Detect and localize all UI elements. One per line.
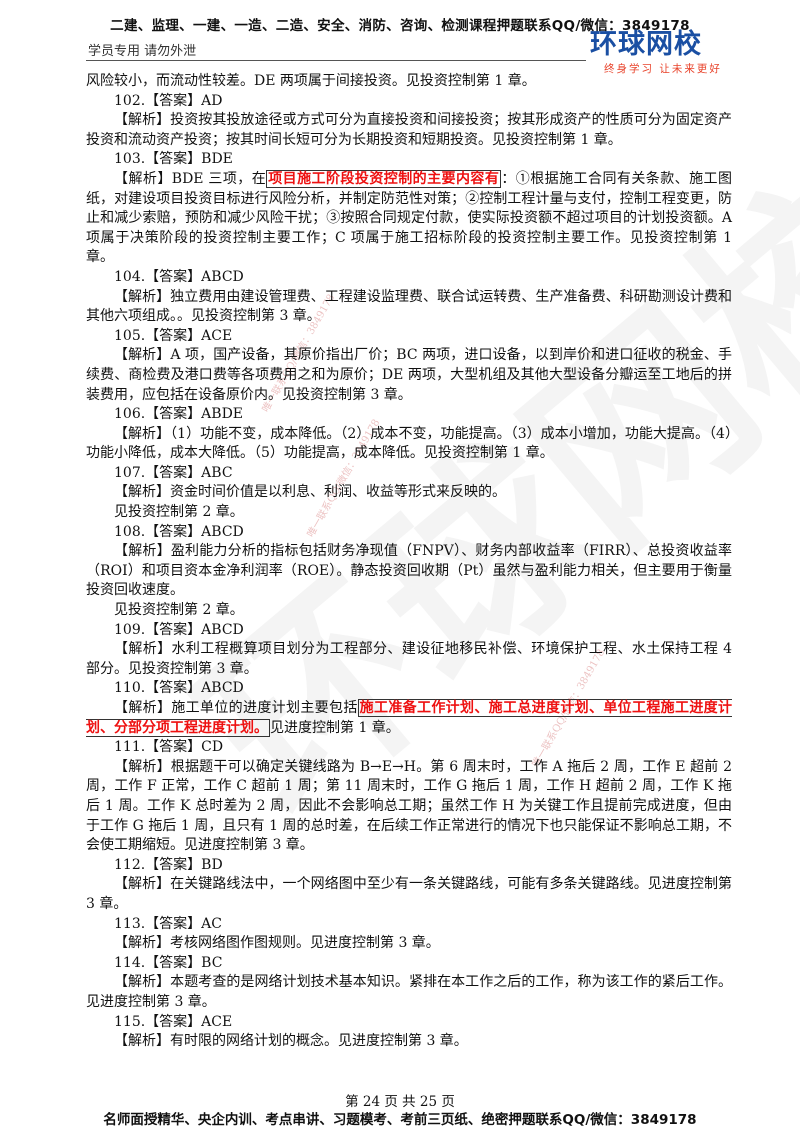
answer-line: 106.【答案】ABDE: [114, 406, 244, 423]
page-number: 第 24 页 共 25 页: [345, 1094, 455, 1110]
explanation-line: 见投资控制第 2 章。: [114, 504, 244, 521]
answer-line: 107.【答案】ABC: [114, 464, 233, 481]
header-divider: [86, 60, 586, 61]
explanation-line: 【解析】（1）功能不变，成本降低。（2）成本不变，功能提高。（3）成本小增加，功…: [86, 425, 732, 462]
explanation-line: 【解析】在关键路线法中，一个网络图中至少有一条关键路线，可能有多条关键路线。见进…: [86, 876, 732, 912]
highlight-box: 施工准备工作计划、施工总进度计划、单位工程施工进度计划、分部分项工程进度计划。: [86, 699, 733, 737]
answer-line: 111.【答案】CD: [114, 739, 224, 756]
answer-line: 108.【答案】ABCD: [114, 523, 244, 540]
answer-line: 115.【答案】ACE: [114, 1013, 233, 1030]
text-segment: 【解析】施工单位的进度计划主要包括: [114, 700, 358, 716]
brand-logo: 环球网校 终身学习 让未来更好: [590, 30, 740, 82]
text-segment: 见进度控制第 1 章。: [270, 719, 400, 736]
explanation-line: 【解析】盈利能力分析的指标包括财务净现值（FNPV）、财务内部收益率（FIRR）…: [86, 543, 732, 599]
explanation-line: 风险较小，而流动性较差。DE 两项属于间接投资。见投资控制第 1 章。: [86, 73, 536, 89]
explanation-line: 【解析】资金时间价值是以利息、利润、收益等形式来反映的。: [114, 484, 506, 501]
explanation-line: 【解析】考核网络图作图规则。见进度控制第 3 章。: [114, 935, 440, 952]
answer-line: 109.【答案】ABCD: [114, 621, 244, 638]
answer-line: 110.【答案】ABCD: [114, 680, 244, 697]
answer-line: 114.【答案】BC: [114, 954, 223, 971]
explanation-line: 【解析】水利工程概算项目划分为工程部分、建设征地移民补偿、环境保护工程、水土保持…: [86, 641, 732, 677]
answer-explanation-highlighted: 【解析】施工单位的进度计划主要包括施工准备工作计划、施工总进度计划、单位工程施工…: [86, 699, 733, 738]
footer-contact-line: 名师面授精华、央企内训、考点串讲、习题模考、考前三页纸、绝密押题联系QQ/微信：…: [103, 1112, 697, 1128]
explanation-line: 【解析】投资按其投放途径或方式可分为直接投资和间接投资；按其形成资产的性质可分为…: [86, 112, 732, 148]
answer-line: 104.【答案】ABCD: [114, 268, 244, 285]
logo-title: 环球网校: [590, 29, 702, 60]
answer-explanation-highlighted: 【解析】BDE 三项，在项目施工阶段投资控制的主要内容有：①根据施工合同有关条款…: [86, 169, 733, 268]
header-note: 学员专用 请勿外泄: [88, 44, 197, 59]
header-contact-line: 二建、监理、一建、一造、二造、安全、消防、咨询、检测课程押题联系QQ/微信：38…: [110, 18, 690, 34]
explanation-line: 【解析】有时限的网络计划的概念。见进度控制第 3 章。: [114, 1033, 468, 1050]
explanation-line: 【解析】本题考查的是网络计划技术基本知识。紧排在本工作之后的工作，称为该工作的紧…: [86, 974, 732, 1010]
explanation-line: 【解析】独立费用由建设管理费、工程建设监理费、联合试运转费、生产准备费、科研勘测…: [86, 288, 732, 325]
text-segment: ：①根据施工合同有关条款、施工图纸，对建设项目投资目标进行风险分析，并制定防范性…: [86, 170, 733, 266]
text-segment: 【解析】BDE 三项，在: [114, 170, 267, 187]
explanation-line: 【解析】根据题干可以确定关键线路为 B→E→H。第 6 周末时，工作 A 拖后 …: [86, 758, 732, 854]
answer-line: 105.【答案】ACE: [114, 327, 233, 344]
logo-slogan: 终身学习 让未来更好: [604, 63, 722, 75]
answer-line: 113.【答案】AC: [114, 915, 222, 932]
answer-line: 102.【答案】AD: [114, 92, 223, 109]
explanation-line: 见投资控制第 2 章。: [114, 602, 244, 619]
answer-line: 103.【答案】BDE: [114, 151, 233, 168]
highlight-box: 项目施工阶段投资控制的主要内容有: [266, 169, 502, 188]
document-body: 风险较小，而流动性较差。DE 两项属于间接投资。见投资控制第 1 章。 102.【…: [86, 72, 733, 1052]
explanation-line: 【解析】A 项，国产设备，其原价指出厂价；BC 两项，进口设备，以到岸价和进口征…: [86, 347, 732, 403]
answer-line: 112.【答案】BD: [114, 856, 223, 873]
